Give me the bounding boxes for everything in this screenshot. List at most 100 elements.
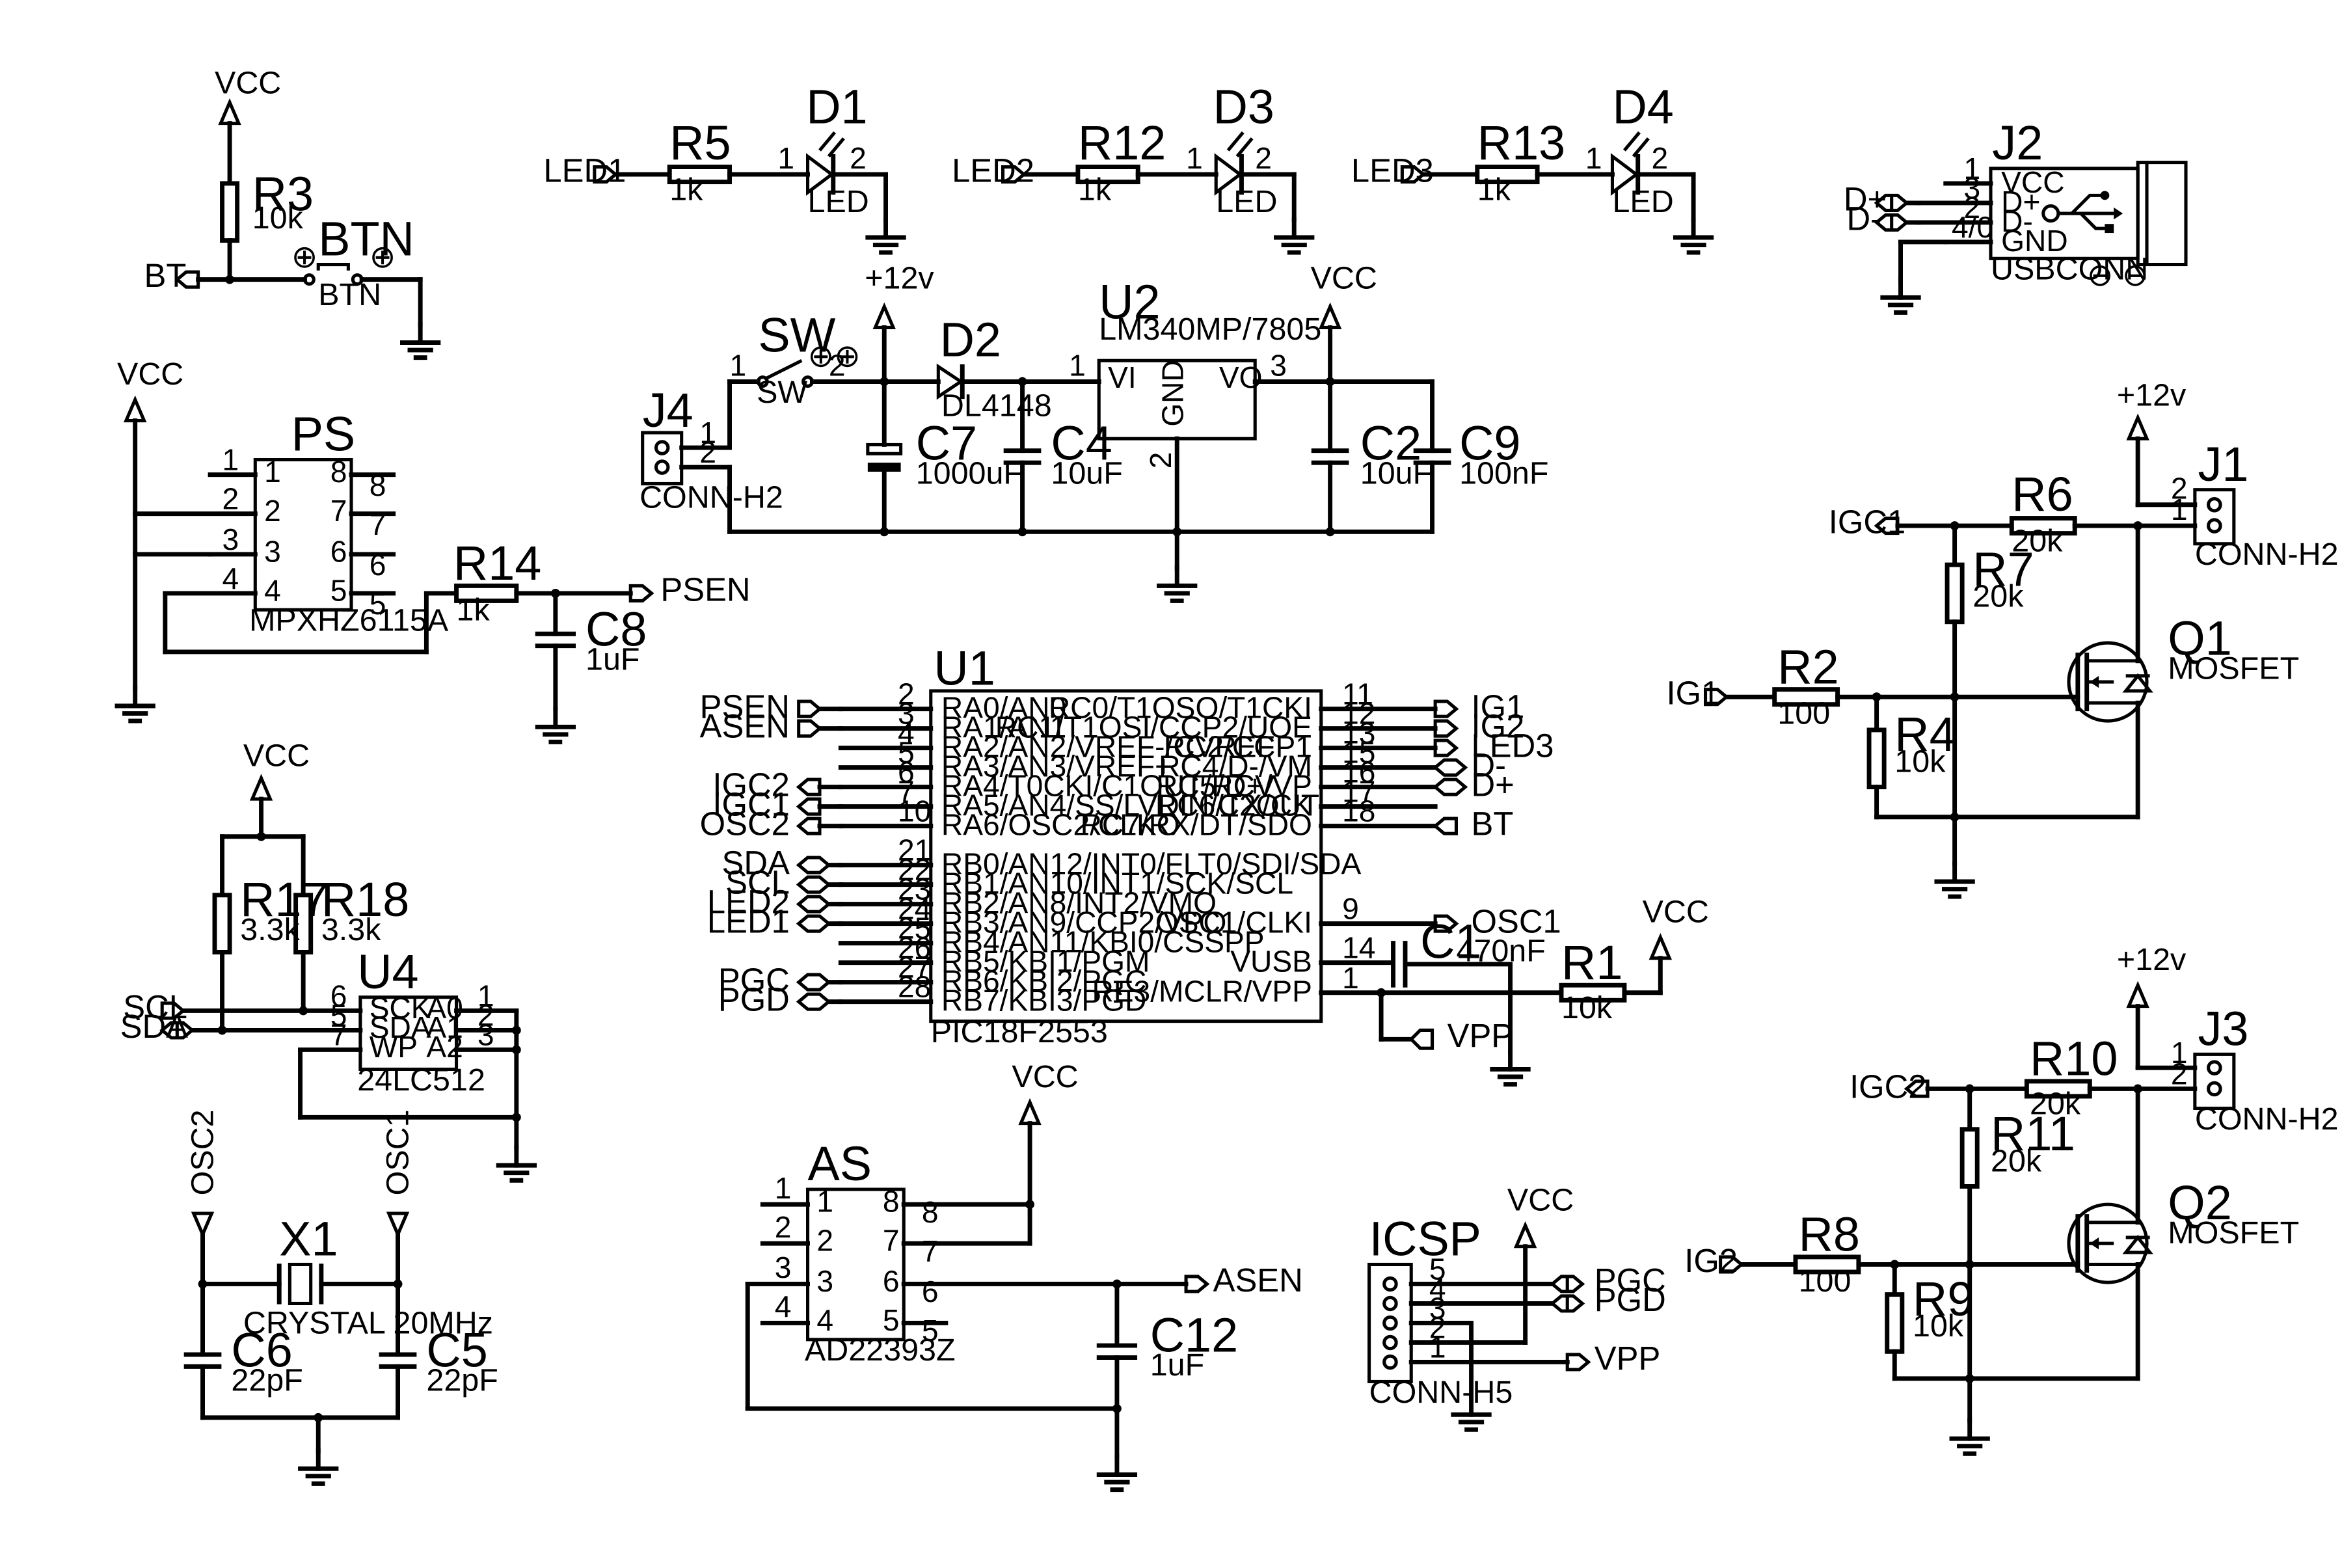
j2-pin-vcc: VCC: [2001, 165, 2064, 199]
r11-ref: R11: [1991, 1107, 2075, 1161]
as-ref: AS: [808, 1137, 872, 1191]
r11-value: 20k: [1991, 1143, 2042, 1178]
u1-net-label: SDA: [721, 844, 789, 881]
icsp-ref: ICSP: [1369, 1212, 1481, 1266]
u1-net-label: LED3: [1472, 727, 1554, 764]
q2-value: MOSFET: [2168, 1215, 2299, 1250]
as-int-6: 6: [883, 1264, 900, 1298]
c8-value: 1uF: [586, 642, 640, 677]
c6-ref: C6: [231, 1323, 292, 1377]
c8-ref: C8: [586, 602, 647, 656]
r14-value: 1k: [457, 592, 491, 627]
u1-pin-num: 7: [898, 775, 915, 809]
u1-net-label: LED1: [707, 902, 790, 939]
icsp-connector: ICSP CONN-H5 5 4 3 2 1 PGC PGD VPP VCC: [1367, 1182, 1666, 1429]
net-arrow: [1433, 699, 1459, 718]
u1-pin-name: RA5/AN4/SS/LVDIN/C2OUT: [941, 788, 1319, 822]
u1-pin-name: RC2/CCP1: [1164, 729, 1312, 763]
as-pin6: 6: [922, 1275, 939, 1308]
d2-ref: D2: [940, 312, 1001, 366]
u1-pin-name: RA2/AN2/VREF-/CVREF: [941, 729, 1275, 763]
as-int-5: 5: [883, 1303, 900, 1337]
j1-ref: J1: [2198, 437, 2248, 491]
c9-ref: C9: [1459, 416, 1520, 470]
u4-pin3: 3: [478, 1018, 494, 1052]
btn-name: BTN: [318, 277, 381, 312]
ps-int-1: 1: [264, 455, 281, 489]
r17-ref: R17: [240, 872, 328, 926]
u2-pin1: 1: [1069, 348, 1086, 382]
sw-pin2: 2: [829, 348, 846, 382]
eeprom-u4: VCC R17 3.3k R18 3.3k SCL SDA 6 5 7 U4 2…: [120, 738, 535, 1180]
ps-int-3: 3: [264, 534, 281, 568]
u4-wp: WP: [370, 1030, 418, 1064]
r3-resistor: [220, 181, 240, 243]
j4-value: CONN-H2: [639, 480, 783, 515]
btn-ref: BTN: [318, 212, 414, 266]
r8-value: 100: [1799, 1264, 1851, 1299]
ps-int-7: 7: [330, 494, 347, 528]
c5-ref: C5: [426, 1323, 487, 1377]
d1-pin2: 2: [850, 141, 867, 175]
j2-num-3: 3: [1963, 171, 1980, 205]
c4-value: 10uF: [1051, 455, 1122, 491]
button-circuit: VCC R3 10k BT BTN BTN ⊕ ⊕: [144, 65, 438, 357]
c2-ref: C2: [1360, 416, 1421, 470]
c9-value: 100nF: [1459, 455, 1548, 491]
net-bidir: [1433, 777, 1468, 796]
u4-value: 24LC512: [357, 1062, 485, 1098]
net-bidir: [796, 856, 831, 874]
as-int-4: 4: [816, 1303, 833, 1337]
u1-pin-num: 4: [898, 716, 915, 750]
net-arrow: [796, 777, 822, 796]
vcc-label-u1: VCC: [1643, 894, 1709, 929]
ignition-channel-2: +12v 1 J3 CONN-H2 IGC2 R10 20k 2 R11 20k…: [1684, 942, 2339, 1453]
svg-text:⊖ ⊖: ⊖ ⊖: [2087, 258, 2149, 293]
u1-net-label: PGC: [718, 961, 790, 998]
u1-pin-num: 21: [898, 833, 931, 867]
u1-pin-name: RE3/MCLR/VPP: [1092, 975, 1312, 1008]
sw-value: SW: [757, 375, 807, 410]
d3-pin2: 2: [1255, 141, 1272, 175]
u1-pin-num: 23: [898, 872, 931, 906]
r18-value: 3.3k: [321, 912, 381, 947]
u4-a1: A1: [426, 1010, 463, 1044]
u1-pin-num: 14: [1342, 931, 1375, 965]
icsp-value: CONN-H5: [1369, 1375, 1513, 1410]
c12-ref: C12: [1150, 1308, 1238, 1362]
u1-pin-num: 9: [1342, 892, 1359, 926]
ps-pin1: 1: [222, 443, 239, 477]
u1-net-label: D-: [1472, 746, 1507, 783]
u2-gnd: GND: [1155, 360, 1189, 427]
r12-value: 1k: [1078, 172, 1112, 207]
net-bidir: [796, 973, 831, 992]
r7-ref: R7: [1972, 542, 2034, 596]
c1-ref: C1: [1420, 915, 1481, 969]
u4-pin7: 7: [330, 1018, 347, 1052]
usb-icon: [2041, 191, 2123, 234]
vpp-net-u1: VPP: [1447, 1017, 1514, 1054]
as-int-8: 8: [883, 1185, 900, 1219]
svg-text:⊕⊕: ⊕⊕: [808, 338, 861, 373]
osc1-net-xtal: OSC1: [381, 1109, 416, 1195]
r1-ref: R1: [1561, 936, 1622, 990]
led1-net: LED1: [543, 152, 626, 189]
net-bidir: [796, 895, 831, 913]
j3-ref: J3: [2198, 1002, 2248, 1056]
r7-value: 20k: [1972, 579, 2024, 614]
u1-pin-name: RB7/KBI3/PGD: [941, 983, 1146, 1017]
svg-text:⊕: ⊕: [291, 239, 318, 275]
q1-value: MOSFET: [2168, 651, 2299, 686]
u1-net-label: ASEN: [700, 707, 790, 744]
u1-pin-name: VUSB: [1230, 944, 1312, 978]
c4-ref: C4: [1051, 416, 1112, 470]
igc1-net: IGC1: [1829, 504, 1905, 541]
j2-dm-net: D-: [1846, 200, 1881, 237]
as-pin8: 8: [922, 1195, 939, 1229]
ps-ref: PS: [291, 407, 355, 461]
u4-sda: SDA: [370, 1010, 431, 1044]
u1-pin-name: RC0/T1OSO/T1CKI: [1049, 690, 1312, 724]
